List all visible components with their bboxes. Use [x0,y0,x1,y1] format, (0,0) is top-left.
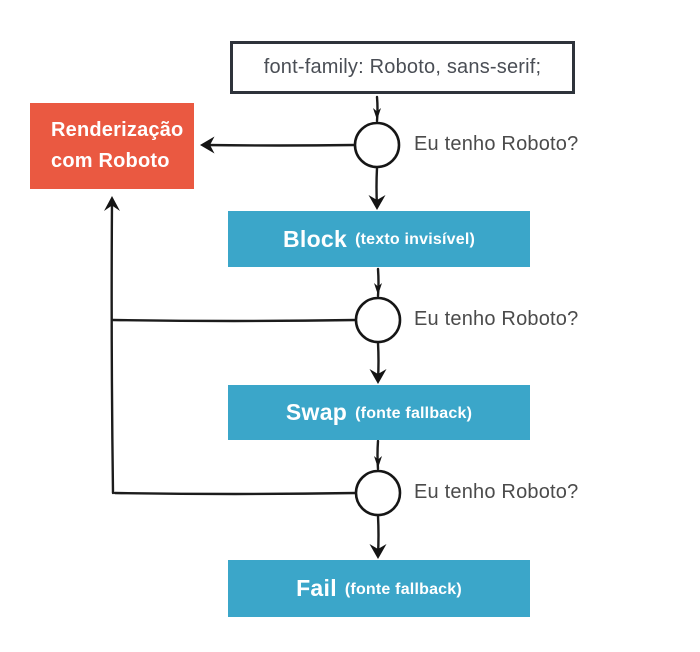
stage-box-swap: Swap (fonte fallback) [228,385,530,440]
stage-name-block: Block [282,225,348,252]
stage-name-fail: Fail [296,575,337,601]
font-declaration-text: font-family: Roboto, sans-serif; [263,56,542,78]
stage-note-block: (texto invisível) [355,231,476,248]
decision-node-2 [354,296,402,344]
line-decision2-to-trunk [111,318,358,323]
arrowhead-down-small-2 [374,283,382,295]
arrowhead-down-block [368,195,386,210]
arrowhead-up-result [104,196,120,211]
stage-name-swap: Swap [285,399,348,425]
arrowhead-down-swap [369,369,387,384]
arrow-trunk-to-result [110,198,115,495]
arrowhead-down-fail [369,544,387,559]
result-text-line1: Renderização [51,119,184,141]
arrowhead-left-result [200,136,215,154]
decision-question-3: Eu tenho Roboto? [414,481,579,503]
decision-question-1: Eu tenho Roboto? [414,133,579,155]
decision-question-2: Eu tenho Roboto? [414,308,579,330]
stage-box-block: Block (texto invisível) [228,211,530,267]
stage-note-fail: (fonte fallback) [344,580,462,598]
result-box: Renderização com Roboto [30,103,194,189]
decision-node-1 [353,121,401,169]
arrowhead-down-small-1 [373,108,381,120]
stage-note-swap: (fonte fallback) [355,404,473,422]
stage-box-fail: Fail (fonte fallback) [228,560,530,617]
decision-node-3 [354,469,402,517]
arrow-decision1-to-result [203,143,356,147]
result-text-line2: com Roboto [51,150,170,172]
line-decision3-to-trunk [113,491,358,496]
arrowhead-down-small-3 [374,456,382,468]
font-declaration-box: font-family: Roboto, sans-serif; [230,41,575,94]
